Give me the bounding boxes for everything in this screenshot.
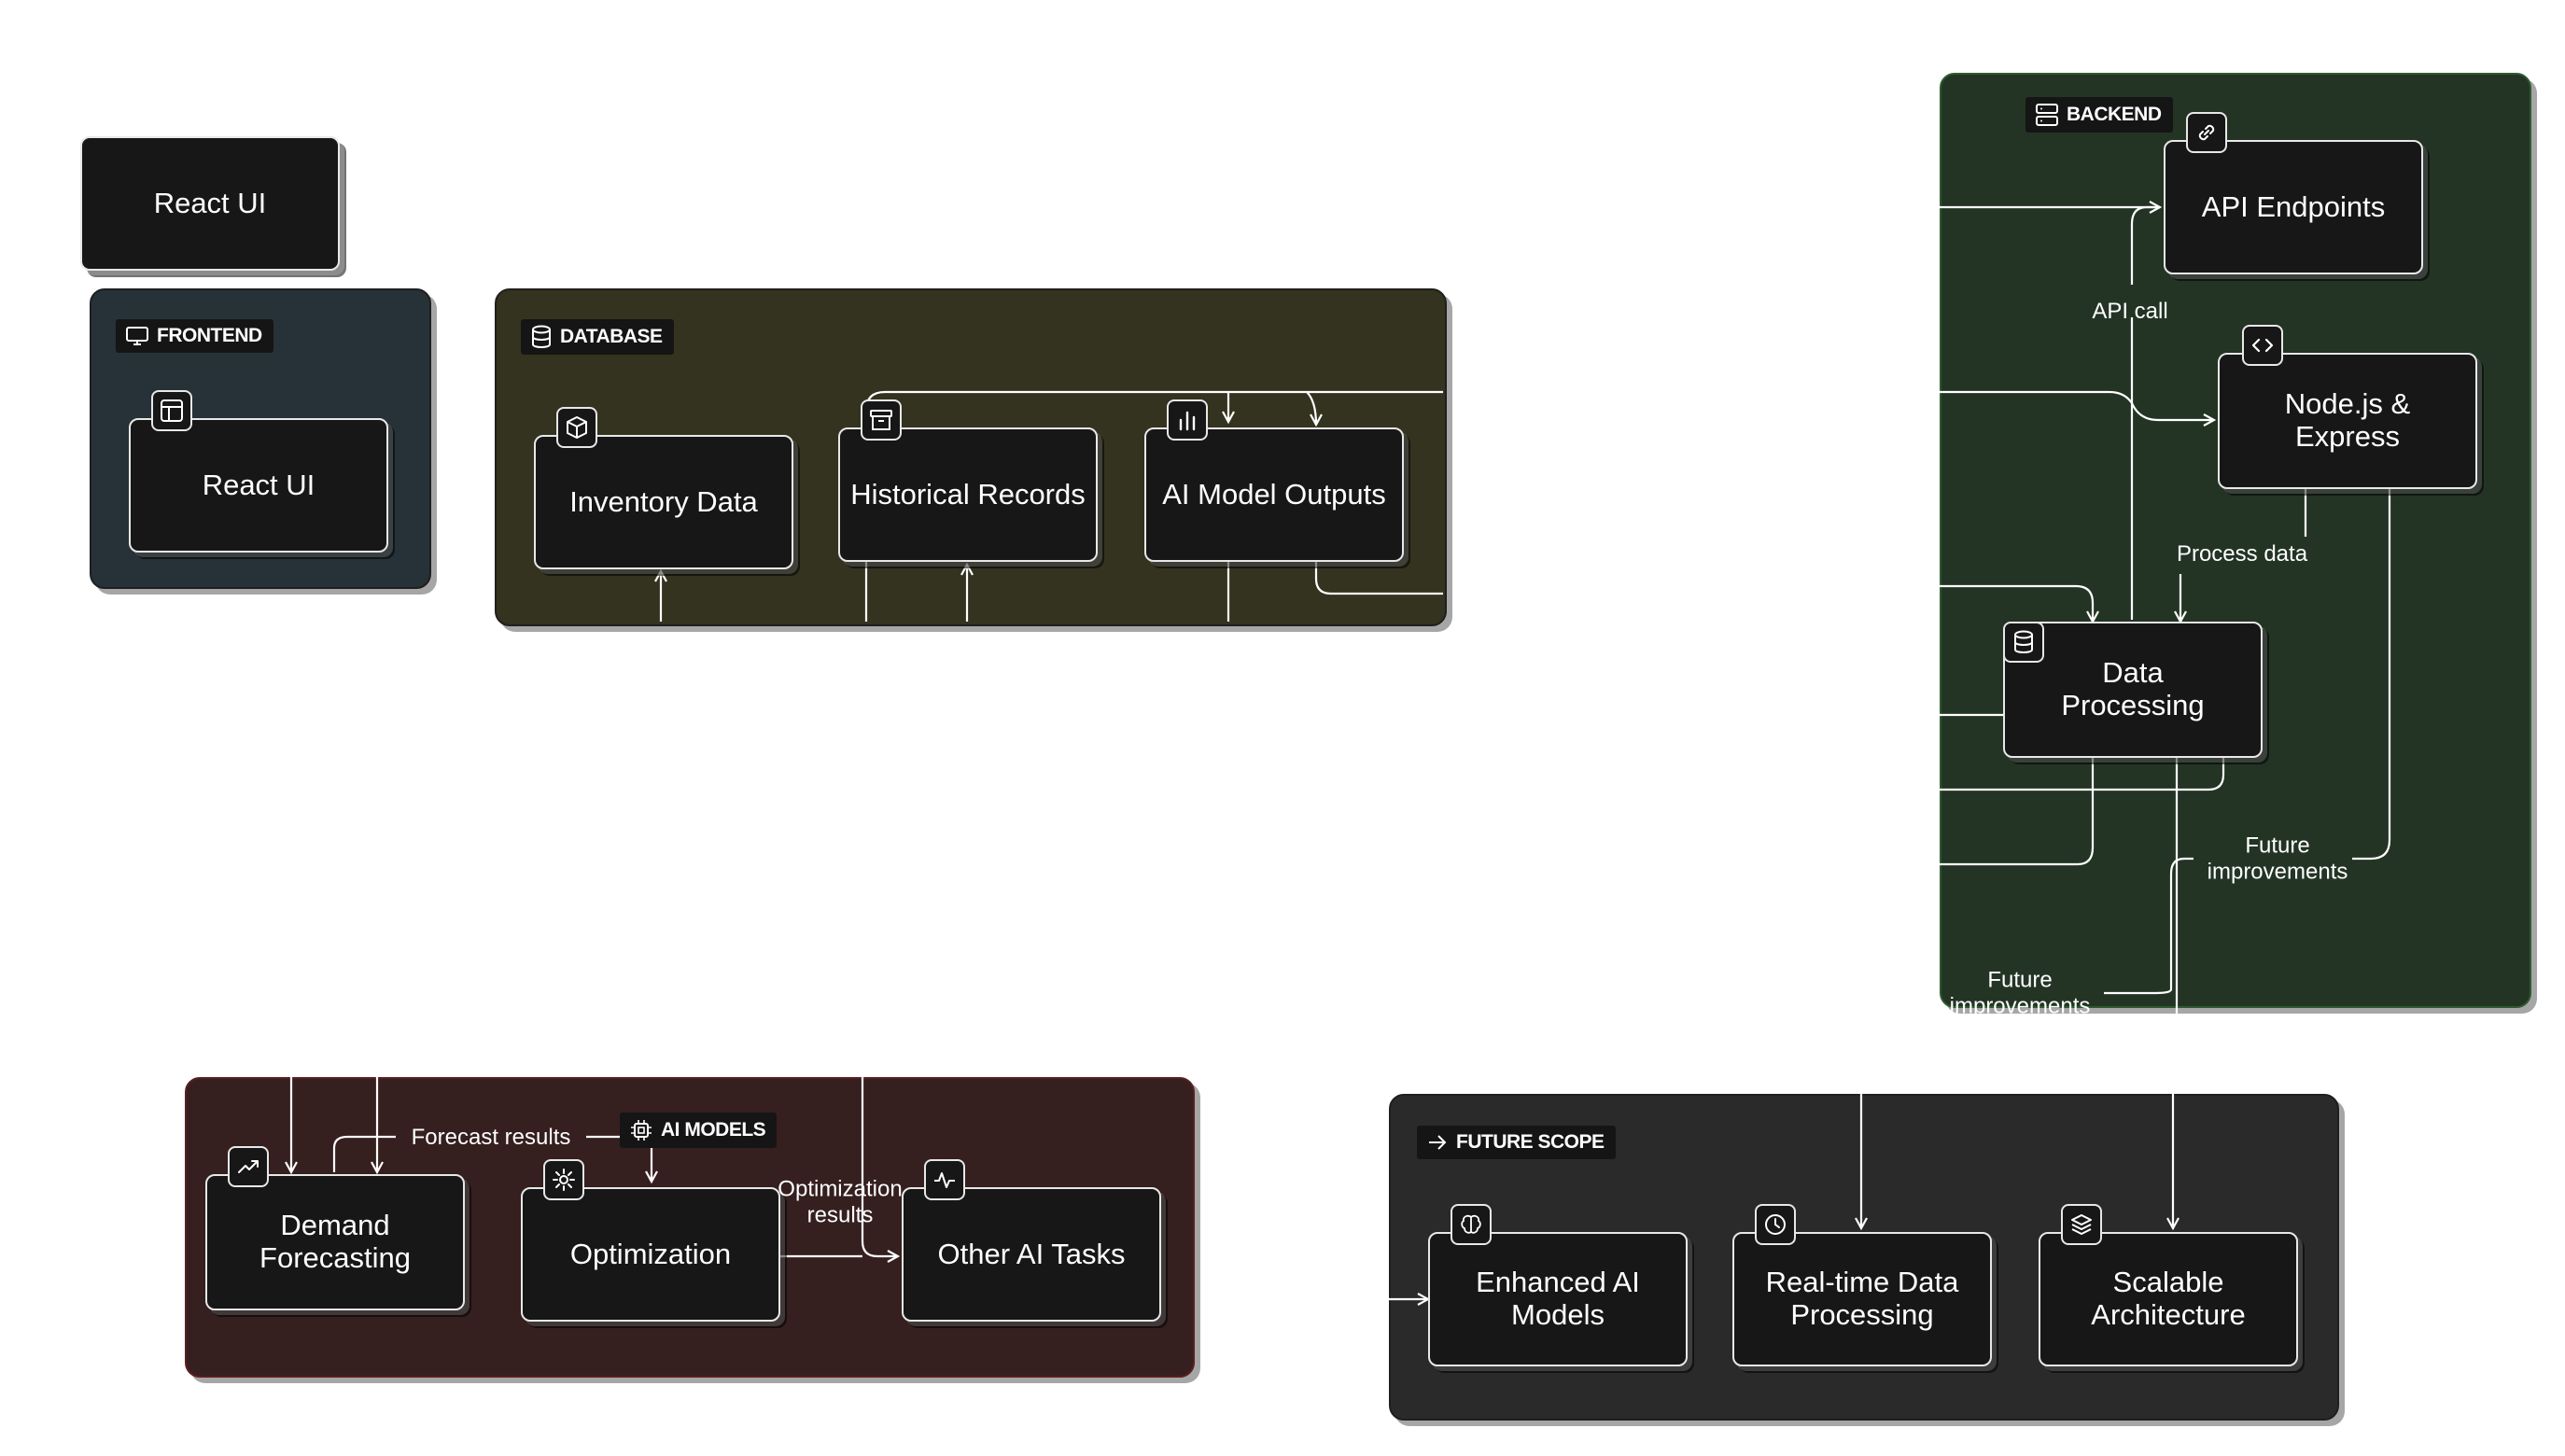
react-ui-node[interactable]: React UI: [129, 418, 388, 553]
activity-icon: [924, 1159, 965, 1200]
node-label: Node.js & Express: [2284, 387, 2411, 453]
node-label: Enhanced AI Models: [1476, 1266, 1640, 1331]
ai-models-group-label: AI MODELS: [620, 1113, 778, 1148]
other-ai-tasks-node[interactable]: Other AI Tasks: [902, 1187, 1161, 1322]
backend-group-label: BACKEND: [2025, 97, 2173, 133]
scalable-architecture-node[interactable]: Scalable Architecture: [2039, 1232, 2298, 1366]
database-label-text: DATABASE: [560, 326, 663, 347]
node-label: Optimization: [569, 1237, 732, 1270]
future-scope-group-label: FUTURE SCOPE: [1417, 1126, 1616, 1159]
cpu-icon: [629, 1118, 653, 1142]
enhanced-ai-models-node[interactable]: Enhanced AI Models: [1428, 1232, 1688, 1366]
node-label: React UI: [153, 186, 267, 219]
node-label: Inventory Data: [569, 484, 758, 518]
edge-label-process-data: Process data: [2176, 541, 2308, 567]
database-icon: [530, 325, 553, 349]
gear-icon: [543, 1159, 584, 1200]
code-icon: [2242, 325, 2283, 366]
node-label: Real-time Data Processing: [1765, 1266, 1959, 1331]
frontend-label-text: FRONTEND: [157, 325, 262, 346]
edge-label-api-call: API call: [2092, 299, 2168, 325]
link-icon: [2186, 112, 2227, 153]
node-label: Data Processing: [2061, 656, 2205, 721]
node-label: Other AI Tasks: [937, 1237, 1126, 1270]
node-label: API Endpoints: [2201, 189, 2386, 223]
box-icon: [556, 407, 597, 448]
frontend-group-label: FRONTEND: [116, 319, 273, 353]
node-label: Scalable Architecture: [2091, 1266, 2246, 1331]
react-ui-standalone-node[interactable]: React UI: [80, 136, 340, 271]
edge-label-future-improvements-2: Future improvements: [1949, 967, 2091, 1018]
archive-icon: [861, 399, 902, 441]
nodejs-express-node[interactable]: Node.js & Express: [2218, 353, 2477, 489]
trending-up-icon: [228, 1146, 269, 1187]
ai-model-outputs-node[interactable]: AI Model Outputs: [1144, 427, 1404, 562]
clock-icon: [1755, 1204, 1796, 1245]
optimization-node[interactable]: Optimization: [521, 1187, 780, 1322]
monitor-icon: [125, 326, 149, 346]
edge-label-forecast-results: Forecast results: [411, 1125, 571, 1151]
bar-chart-icon: [1167, 399, 1208, 441]
backend-label-text: BACKEND: [2067, 104, 2162, 125]
data-processing-node[interactable]: Data Processing: [2003, 622, 2263, 758]
database-icon: [2003, 622, 2044, 663]
ai-models-label-text: AI MODELS: [661, 1119, 766, 1141]
api-endpoints-node[interactable]: API Endpoints: [2164, 140, 2423, 274]
realtime-data-processing-node[interactable]: Real-time Data Processing: [1732, 1232, 1992, 1366]
layout-icon: [151, 390, 192, 431]
node-label: AI Model Outputs: [1162, 477, 1386, 511]
brain-icon: [1451, 1204, 1492, 1245]
arrow-right-icon: [1426, 1132, 1449, 1153]
node-label: React UI: [202, 468, 315, 501]
node-label: Demand Forecasting: [259, 1209, 411, 1274]
inventory-data-node[interactable]: Inventory Data: [534, 435, 793, 569]
edge-label-future-improvements-1: Future improvements: [2207, 833, 2348, 884]
database-group-label: DATABASE: [521, 319, 674, 355]
edge-label-optimization-results: Optimization results: [778, 1176, 903, 1227]
demand-forecasting-node[interactable]: Demand Forecasting: [205, 1174, 465, 1310]
historical-records-node[interactable]: Historical Records: [838, 427, 1098, 562]
node-label: Historical Records: [850, 477, 1086, 511]
layers-icon: [2061, 1204, 2102, 1245]
future-scope-label-text: FUTURE SCOPE: [1456, 1131, 1605, 1153]
server-icon: [2035, 103, 2059, 127]
